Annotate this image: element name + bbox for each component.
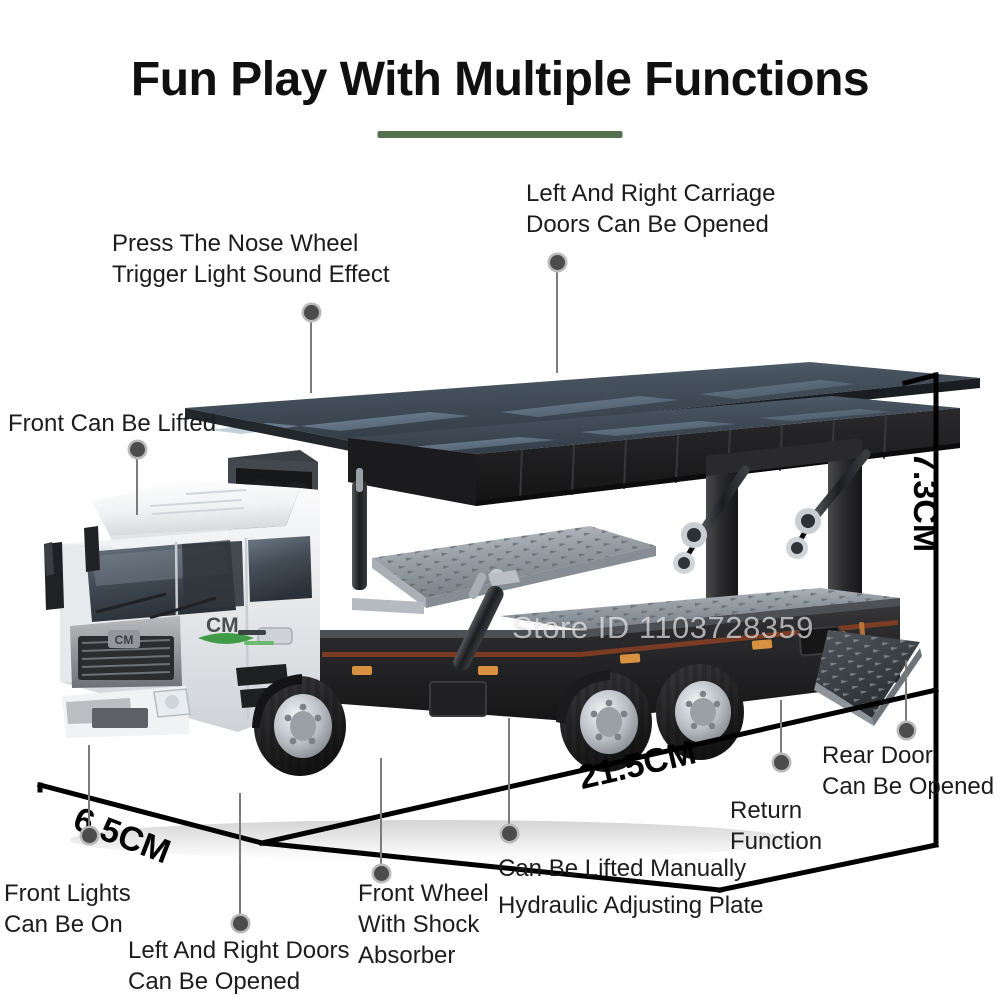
title-underline-rule (377, 131, 623, 138)
page-title: Fun Play With Multiple Functions (130, 53, 870, 106)
store-id-watermark: Store ID 1103728359 (512, 610, 814, 645)
callout-front-can-be-lifted: Front Can Be Lifted (8, 410, 217, 437)
leader-dot-return-function (774, 755, 789, 770)
dimension-height-label: 7.3CM (906, 452, 944, 553)
leader-dot-front-lights (82, 828, 97, 843)
leader-dot-carriage-doors (550, 255, 565, 270)
leader-line-hydraulic-plate (508, 718, 510, 830)
callout-press-nose-wheel: Press The Nose Wheel Trigger Light Sound… (112, 230, 390, 288)
truck-cab: CM CM (44, 480, 346, 776)
svg-text:CM: CM (115, 633, 134, 647)
leader-line-front-lifted (136, 455, 138, 515)
leader-line-nose-wheel (310, 318, 312, 393)
leader-dot-shock-absorber (374, 866, 389, 881)
callout-front-wheel-shock-absorber: Front Wheel With Shock Absorber (358, 880, 489, 969)
callout-front-lights-can-be-on: Front Lights Can Be On (4, 880, 131, 938)
leader-dot-front-lifted (130, 442, 145, 457)
leader-dot-nose-wheel (304, 305, 319, 320)
rear-lift-frame (673, 438, 871, 634)
callout-return-function: Return Function (730, 797, 823, 855)
callout-left-right-doors: Left And Right Doors Can Be Opened (128, 937, 350, 995)
leader-dot-rear-door (899, 723, 914, 738)
leader-line-shock-absorber (380, 758, 382, 870)
callout-can-be-lifted-manually: Can Be Lifted Manually (498, 855, 747, 882)
callout-rear-door-can-be-opened: Rear Door Can Be Opened (822, 742, 995, 800)
callout-hydraulic-adjusting-plate: Hydraulic Adjusting Plate (498, 892, 764, 919)
leader-line-carriage-doors (556, 268, 558, 373)
leader-line-front-lights (88, 745, 90, 833)
leader-line-side-doors (239, 793, 241, 921)
leader-dot-hydraulic-plate (502, 826, 517, 841)
callout-left-right-carriage-doors: Left And Right Carriage Doors Can Be Ope… (526, 180, 776, 238)
hydraulic-ramp (352, 526, 656, 671)
leader-line-rear-door (905, 660, 907, 728)
svg-text:CM: CM (206, 614, 239, 637)
leader-line-return-function (780, 700, 782, 758)
leader-dot-side-doors (233, 916, 248, 931)
